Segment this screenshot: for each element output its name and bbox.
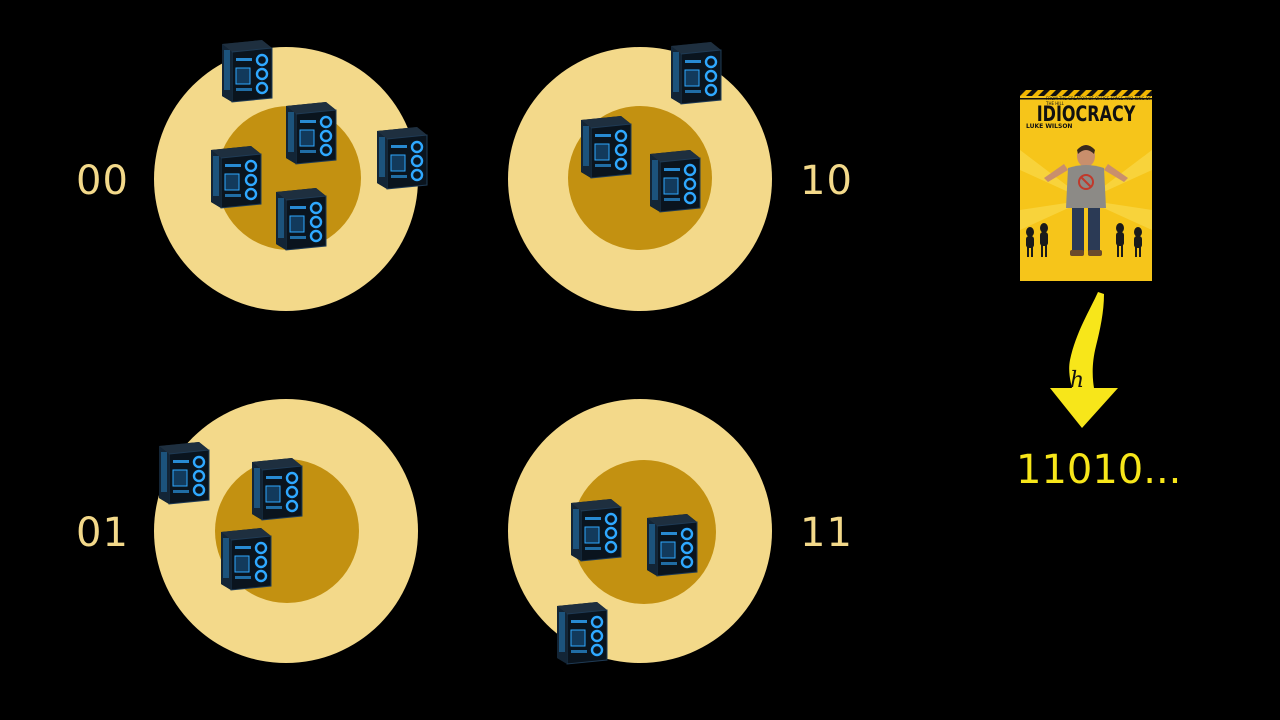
hash-function-label: h [1070, 368, 1084, 393]
movie-poster: FROM THE CREATOR OF OFFICE SPACE AND KIN… [1020, 90, 1152, 281]
server-tower-icon [246, 456, 306, 522]
hash-output: 11010... [1016, 448, 1181, 492]
server-tower-icon [665, 40, 725, 106]
server-tower-icon [280, 100, 340, 166]
server-tower-icon [216, 38, 276, 104]
server-tower-icon [205, 144, 265, 210]
server-tower-icon [575, 114, 635, 180]
server-tower-icon [641, 512, 701, 578]
bucket-00-label: 00 [76, 161, 129, 201]
bucket-11-label: 11 [800, 513, 853, 553]
poster-actor: LUKE WILSON [1026, 123, 1072, 130]
down-arrow-icon [1040, 290, 1130, 432]
bucket-01-label: 01 [76, 513, 129, 553]
server-tower-icon [551, 600, 611, 666]
bucket-10-label: 10 [800, 161, 853, 201]
server-tower-icon [565, 497, 625, 563]
server-tower-icon [270, 186, 330, 252]
server-tower-icon [153, 440, 213, 506]
server-tower-icon [215, 526, 275, 592]
server-tower-icon [644, 148, 704, 214]
server-tower-icon [371, 125, 431, 191]
